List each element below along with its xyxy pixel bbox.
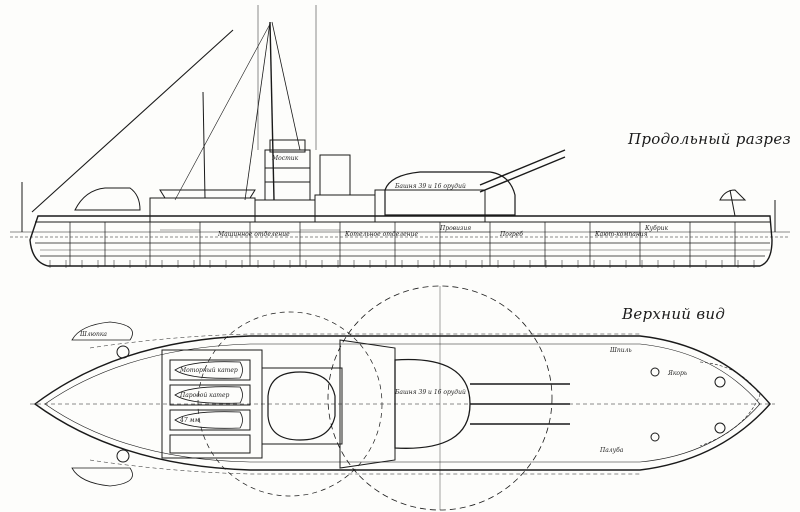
side-view [10, 5, 790, 268]
label-bridge: Мостик [271, 155, 299, 162]
label-room-3: Погреб [499, 231, 523, 238]
hull-plan [33, 335, 771, 471]
label-room-6: Провизия [439, 225, 471, 232]
label-gun: 47 мм [179, 417, 200, 424]
label-room-4: Кают-компания [594, 231, 648, 238]
top-view [30, 285, 775, 511]
label-boat-2: Паровой катер [179, 392, 230, 399]
label-turret-side: Башня 39 и 16 орудий [394, 183, 466, 190]
label-room-2: Котельное отделение [344, 231, 418, 238]
label-cap: Шпиль [609, 347, 632, 354]
label-boat: Моторный катер [179, 367, 238, 374]
label-turret-plan: Башня 39 и 16 орудий [394, 389, 466, 396]
label-stern-boat: Шлюпка [79, 331, 107, 338]
longitudinal-section-title: Продольный разрез [628, 130, 791, 148]
label-deck: Палуба [599, 447, 624, 454]
turret-side [384, 171, 516, 216]
label-room-1: Машинное отделение [217, 231, 290, 238]
hull-profile [29, 215, 773, 267]
label-anchor: Якорь [667, 370, 687, 377]
drawing-labels: Башня 39 и 16 орудий Башня 39 и 16 оруди… [79, 155, 687, 454]
top-view-title: Верхний вид [622, 305, 726, 323]
frame-ticks [49, 260, 755, 268]
label-room-5: Кубрик [644, 225, 668, 232]
